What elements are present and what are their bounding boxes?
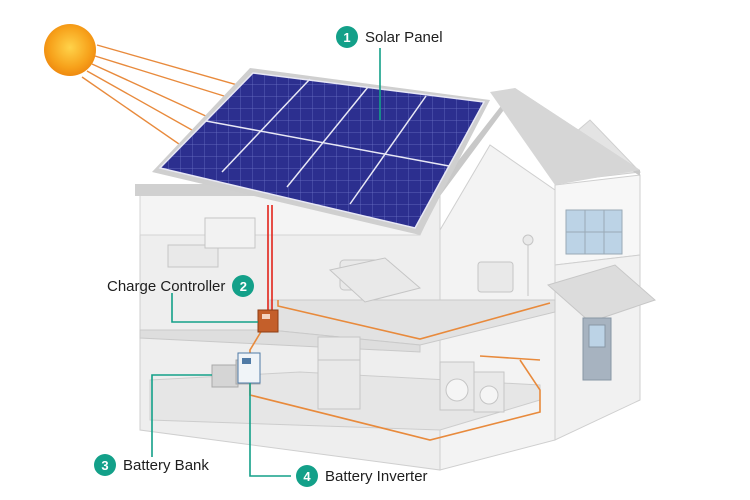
window-icon <box>565 209 623 255</box>
battery-inverter-icon <box>237 352 261 384</box>
callout-label: Battery Bank <box>123 456 209 474</box>
callout-number: 1 <box>336 26 358 48</box>
ac-wiring <box>249 300 551 441</box>
callout-label: Battery Inverter <box>325 467 428 485</box>
dc-wire <box>267 205 273 316</box>
sun-icon <box>44 24 96 76</box>
callout-lines <box>151 48 381 477</box>
refrigerator-icon <box>317 336 361 410</box>
solar-panel-icon <box>152 68 490 235</box>
callout-number: 4 <box>296 465 318 487</box>
callout-charge-controller: Charge Controller 2 <box>107 275 255 297</box>
callout-number: 2 <box>232 275 255 297</box>
charge-controller-icon <box>257 309 279 333</box>
callout-battery-bank: 3 Battery Bank <box>94 454 209 476</box>
furniture <box>167 217 534 413</box>
washing-machine-icon <box>439 361 505 413</box>
callout-battery-inverter: 4 Battery Inverter <box>296 465 428 487</box>
callout-label: Solar Panel <box>365 28 443 46</box>
callout-label: Charge Controller <box>107 277 226 295</box>
door-icon <box>582 317 612 381</box>
callout-number: 3 <box>94 454 116 476</box>
callout-solar-panel: 1 Solar Panel <box>336 26 443 48</box>
